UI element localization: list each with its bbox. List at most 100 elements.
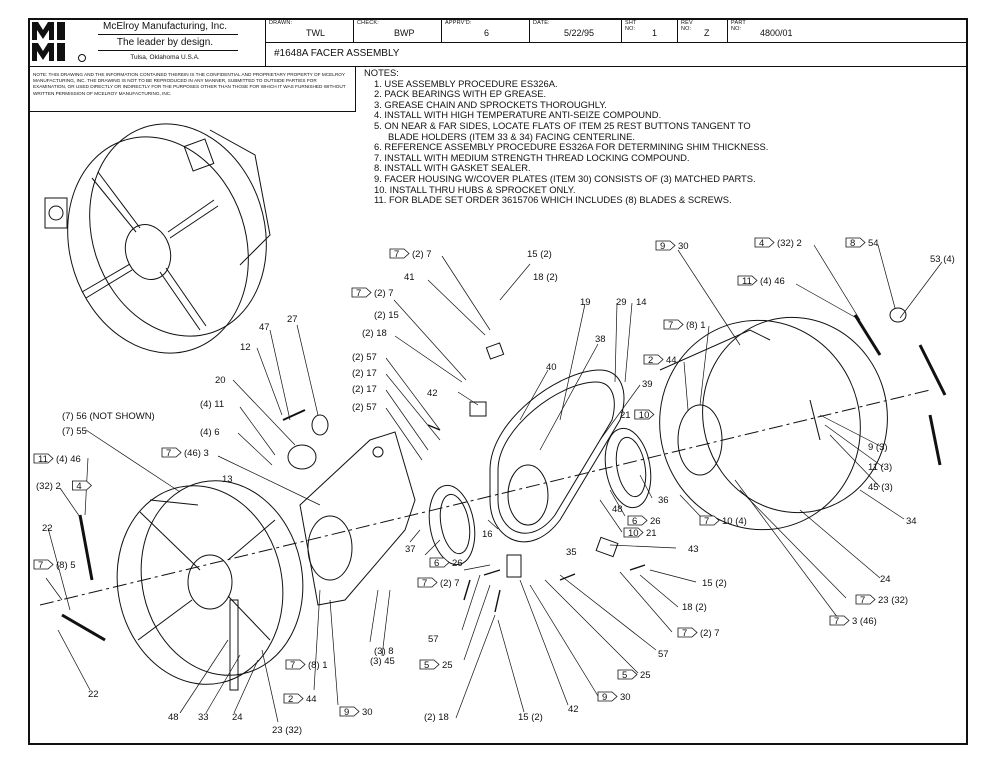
callout-label: 41 [404,272,415,283]
flag-note-number: 7 [356,288,361,299]
callout-text: (3) 8 [374,646,394,657]
callout-label: 48 [612,504,623,515]
flag-note-number: 9 [344,707,349,718]
bearing-ring-16 [428,484,476,566]
flag-note-number: 4 [76,481,81,492]
rev-value: Z [704,28,710,38]
flag-note-number: 7 [668,320,673,331]
note-line: 8. INSTALL WITH GASKET SEALER. [374,162,531,174]
callout-label: 15 (2) [527,249,552,260]
callout-text: (8) 1 [308,660,328,671]
callout-text: 21 [620,410,631,421]
callout-text: 41 [404,272,415,283]
notes-block: NOTES: 1. USE ASSEMBLY PROCEDURE ES326A.… [362,67,842,206]
callout-label: 7(2) 7 [677,627,720,639]
callout-text: 26 [452,558,463,569]
callout-text: 15 (2) [518,712,543,723]
callout-text: (2) 17 [352,368,377,379]
sheet-value: 1 [652,28,658,38]
callout-label: 29 [616,297,627,308]
date-cell: DATE: 5/22/95 [530,18,622,43]
callout-label: (7) 56 (NOT SHOWN) [62,411,155,422]
drawn-value: TWL [306,28,325,38]
drawn-label: DRAWN: [269,20,293,26]
flag-note-marker [283,693,304,704]
center-plate [299,431,416,606]
callout-text: 35 [566,547,577,558]
callout-text: (2) 7 [440,578,460,589]
company-block: McElroy Manufacturing, Inc. The leader b… [70,18,266,66]
callout-label: 35 [566,547,577,558]
callout-text: 30 [620,692,631,703]
flag-note-marker [655,240,676,251]
callout-text: (2) 7 [412,249,432,260]
callout-label: 24 [880,574,891,585]
flag-note-marker [663,319,684,330]
note-line: 5. ON NEAR & FAR SIDES, LOCATE FLATS OF … [374,119,751,131]
callout-text: (8) 5 [56,560,76,571]
flag-note-marker [754,237,775,248]
hardware-parts [282,307,907,578]
centerline [39,389,931,606]
circle-mark-icon [78,54,86,62]
flag-note-number: 7 [834,616,839,627]
callout-text: 43 [688,544,699,555]
note-line: 7. INSTALL WITH MEDIUM STRENGTH THREAD L… [374,151,690,163]
callout-text: 48 [612,504,623,515]
notes-heading: NOTES: [364,67,399,78]
flag-note-number: 7 [860,595,865,606]
title-block: McElroy Manufacturing, Inc. The leader b… [28,18,968,67]
callout-text: 22 [88,689,99,700]
callout-text: 18 (2) [533,272,558,283]
callout-text: 25 [442,660,453,671]
callout-text: 20 [215,375,226,386]
callout-label: 47 [259,322,270,333]
flag-note-number: 5 [424,660,429,671]
apprvd-label: APPRV'D: [445,20,472,26]
callout-text: (2) 15 [374,310,399,321]
blade-strip [61,314,947,642]
callout-text: (2) 18 [362,328,387,339]
apprvd-cell: APPRV'D: 6 [442,18,530,43]
flag-note-marker [627,515,648,526]
callout-label: 39 [642,379,653,390]
flag-note-marker [33,559,54,570]
callout-text: 14 [636,297,647,308]
callout-label: 42 [568,704,579,715]
chain-housing [489,369,625,543]
callout-text: (4) 6 [200,427,220,438]
callout-text: 30 [678,241,689,252]
callout-label: 7(8) 1 [663,319,706,331]
callout-text: (7) 56 (NOT SHOWN) [62,411,155,422]
callout-label: 57 [428,634,439,645]
callout-label: 7(8) 1 [285,659,328,671]
callout-text: (2) 57 [352,402,377,413]
callout-label: 23 (32) [272,725,302,736]
flag-note-marker [33,453,54,464]
callout-label: (2) 57 [352,402,377,413]
flag-note-marker [389,248,410,259]
callout-text: 15 (2) [527,249,552,260]
callout-label: 33 [198,712,209,723]
bearing-ring-36 [604,427,652,509]
callout-text: 18 (2) [682,602,707,613]
sheet-cell: SHT No: 1 [622,18,678,43]
callout-label: 12 [240,342,251,353]
callout-text: 48 [168,712,179,723]
facer-housing-far-side [659,316,888,531]
flag-note-marker [339,706,360,717]
callout-label: 11(4) 46 [33,453,81,465]
callout-label: 18 (2) [682,602,707,613]
callout-text: 34 [906,516,917,527]
flag-note-number: 4 [759,238,764,249]
callout-text: (2) 7 [374,288,394,299]
note-line: BLADE HOLDERS (ITEM 33 & 34) FACING CENT… [388,130,635,142]
company-logo [30,20,68,64]
title-row: DRAWN: TWL CHECK: BWP APPRV'D: 6 DATE: 5… [266,18,968,43]
